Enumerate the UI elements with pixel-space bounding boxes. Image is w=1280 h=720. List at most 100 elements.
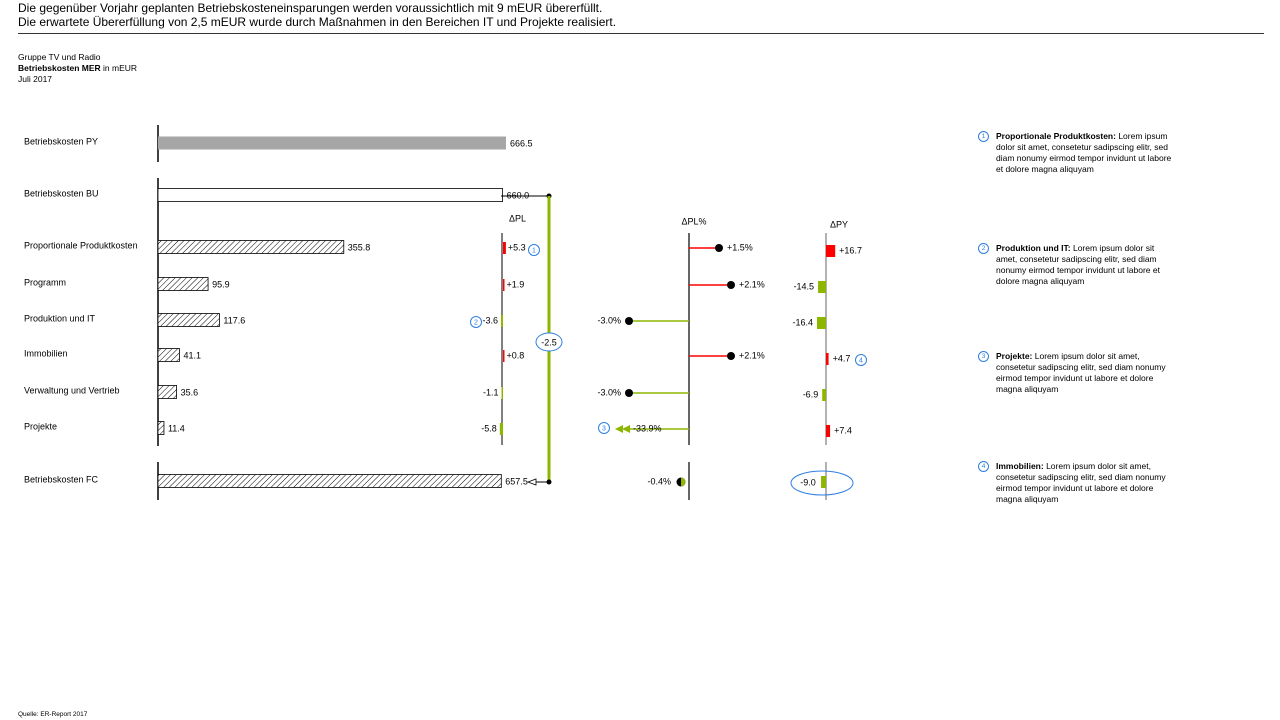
delta-py-value-label: -14.5 — [794, 281, 815, 291]
delta-pl-bar-positive — [503, 242, 506, 254]
category-label: Produktion und IT — [24, 313, 96, 323]
delta-pl-pct-value-label: -3.0% — [597, 315, 621, 325]
chart-meta: Gruppe TV und Radio Betriebskosten MER i… — [18, 52, 137, 85]
note-1: 1 Proportionale Produktkosten: Lorem ips… — [978, 131, 1174, 175]
delta-pl-pct-value-label: -3.0% — [597, 387, 621, 397]
note-heading: Immobilien: — [996, 461, 1044, 471]
delta-py-total-ellipse — [790, 470, 854, 496]
bar-value-label: 95.9 — [212, 279, 230, 289]
delta-pl-value-label: -1.1 — [483, 387, 499, 397]
chart-entity: Gruppe TV und Radio — [18, 52, 101, 62]
annotation-marker-3-circle — [598, 422, 610, 434]
category-label: Betriebskosten FC — [24, 474, 99, 484]
annotation-marker-1-label: 1 — [532, 247, 536, 254]
bar-value-label: 35.6 — [181, 387, 199, 397]
bar-cost-item — [157, 277, 209, 291]
delta-pl-pct-dot — [727, 352, 735, 360]
delta-pl-pct-dot — [715, 244, 723, 252]
bridge-bottom-dot — [546, 479, 552, 485]
header-divider — [18, 33, 1264, 34]
delta-py-bar-positive — [826, 245, 836, 257]
bar-cost-item — [157, 313, 220, 327]
delta-py-total-label: -9.0 — [800, 477, 816, 487]
note-number-icon: 4 — [978, 461, 989, 472]
bridge-total-label: -2.5 — [541, 337, 557, 347]
delta-pl-pct-dot — [625, 317, 633, 325]
delta-pl-pct-header: ΔPL% — [681, 216, 706, 226]
delta-py-bar-negative — [816, 317, 826, 329]
note-heading: Projekte: — [996, 351, 1033, 361]
note-text: Lorem ipsum dolor sit amet, consetetur s… — [996, 351, 1166, 394]
note-text: Lorem ipsum dolor sit amet, consetetur s… — [996, 461, 1166, 504]
category-label: Immobilien — [24, 348, 68, 358]
bar-value-label: 666.5 — [510, 138, 533, 148]
headline-line-1: Die gegenüber Vorjahr geplanten Betriebs… — [18, 1, 603, 15]
annotation-marker-4-label: 4 — [859, 357, 863, 364]
headline: Die gegenüber Vorjahr geplanten Betriebs… — [18, 1, 616, 29]
note-2: 2 Produktion und IT: Lorem ipsum dolor s… — [978, 243, 1174, 287]
delta-pl-value-label: -3.6 — [483, 315, 499, 325]
delta-pl-header: ΔPL — [509, 213, 526, 223]
category-label: Betriebskosten BU — [24, 188, 99, 198]
headline-line-2: Die erwartete Übererfüllung von 2,5 mEUR… — [18, 15, 617, 29]
overflow-arrow-icon — [615, 425, 623, 433]
delta-pl-pct-total-dot-half — [681, 477, 686, 487]
category-label: Projekte — [24, 421, 57, 431]
note-number-icon: 1 — [978, 131, 989, 142]
chart-measure-unit: in mEUR — [100, 63, 138, 73]
annotation-marker-4-circle — [855, 354, 867, 366]
bar-value-label: 660.0 — [507, 190, 530, 200]
delta-py-value-label: +7.4 — [834, 425, 852, 435]
delta-pl-pct-value-label: -33.9% — [633, 423, 662, 433]
bar-cost-item — [157, 385, 177, 399]
delta-pl-bar-positive — [503, 350, 505, 362]
delta-pl-pct-value-label: +2.1% — [739, 350, 765, 360]
delta-py-header: ΔPY — [830, 219, 848, 229]
category-label: Betriebskosten PY — [24, 136, 98, 146]
variance-chart: Betriebskosten PY Betriebskosten BU Propor… — [24, 125, 867, 500]
note-heading: Produktion und IT: — [996, 243, 1071, 253]
delta-pl-value-label: +0.8 — [507, 350, 525, 360]
category-label: Verwaltung und Vertrieb — [24, 385, 120, 395]
bridge-total-ellipse — [535, 332, 563, 352]
chart-measure-name: Betriebskosten MER — [18, 63, 101, 73]
delta-pl-bar-positive — [503, 279, 505, 291]
bar-value-label: 11.4 — [168, 423, 185, 433]
source-note: Quelle: ER-Report 2017 — [18, 711, 88, 718]
annotation-marker-3-label: 3 — [602, 425, 606, 432]
bar-fc — [157, 474, 502, 488]
bar-bu — [157, 188, 504, 202]
category-label: Proportionale Produktkosten — [24, 240, 138, 250]
delta-py-total-bar — [821, 476, 826, 488]
delta-pl-bar-negative — [499, 423, 503, 435]
bar-value-label: 657.5 — [505, 476, 528, 486]
delta-pl-bar-negative — [501, 315, 503, 327]
delta-py-value-label: -6.9 — [803, 389, 819, 399]
note-heading: Proportionale Produktkosten: — [996, 131, 1116, 141]
delta-pl-pct-value-label: +1.5% — [727, 242, 753, 252]
delta-pl-value-label: -5.8 — [481, 423, 497, 433]
bar-cost-item — [157, 421, 165, 435]
note-3: 3 Projekte: Lorem ipsum dolor sit amet, … — [978, 351, 1174, 395]
delta-pl-pct-dot — [727, 281, 735, 289]
delta-pl-bar-negative — [501, 387, 503, 399]
delta-py-value-label: +4.7 — [833, 353, 851, 363]
category-label: Programm — [24, 277, 66, 287]
bar-cost-item — [157, 348, 180, 362]
note-4: 4 Immobilien: Lorem ipsum dolor sit amet… — [978, 461, 1174, 505]
overflow-arrow-icon — [622, 425, 630, 433]
bar-value-label: 41.1 — [183, 350, 201, 360]
note-text: Lorem ipsum dolor sit amet, consetetur s… — [996, 131, 1172, 174]
chart-measure: Betriebskosten MER in mEUR — [18, 63, 137, 74]
bar-value-label: 355.8 — [348, 242, 371, 252]
annotation-marker-2-label: 2 — [474, 319, 478, 326]
bridge-bottom-arrow — [526, 478, 537, 486]
note-text: Lorem ipsum dolor sit amet, consetetur s… — [996, 243, 1160, 286]
delta-py-bar-negative — [818, 281, 826, 293]
bar-cost-item — [157, 240, 345, 254]
delta-py-bar-negative — [822, 389, 826, 401]
annotation-marker-1-circle — [528, 244, 540, 256]
delta-pl-value-label: +5.3 — [508, 242, 526, 252]
note-number-icon: 3 — [978, 351, 989, 362]
delta-py-bar-positive — [826, 425, 831, 437]
